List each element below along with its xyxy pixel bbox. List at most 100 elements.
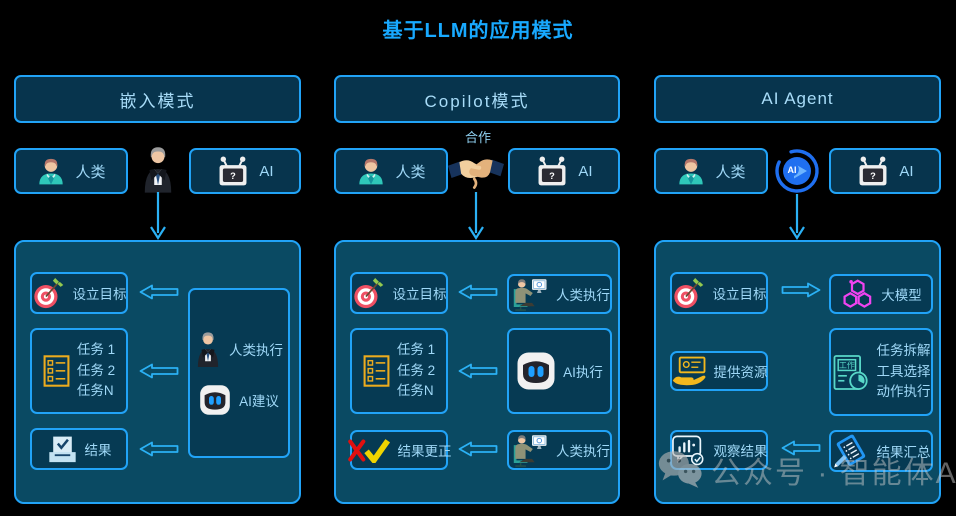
human-label: 人类 — [395, 163, 426, 181]
task-line: 任务 1 — [396, 341, 436, 357]
ai-label: AI — [578, 162, 593, 180]
header-copilot-mode: Copilot模式 — [334, 75, 620, 123]
human-exec-label: 人类执行 — [556, 444, 610, 459]
result-correction-box: 结果更正 — [347, 430, 452, 470]
svg-text:AI: AI — [788, 165, 797, 175]
handshake-icon — [448, 150, 504, 192]
page-title: 基于LLM的应用模式 — [382, 20, 574, 42]
task-line: 任务N — [76, 383, 114, 399]
human-exec-label: 人类执行 — [556, 288, 610, 303]
task-line: 任务 2 — [396, 362, 436, 378]
arrow-left-icon — [458, 441, 498, 457]
target-icon — [352, 277, 386, 310]
executor-box-embed: 人类执行 AI建议 — [188, 288, 290, 458]
header-embed-mode: 嵌入模式 — [14, 75, 301, 123]
human-label: 人类 — [715, 163, 746, 181]
robot-icon: ? — [216, 155, 250, 187]
watermark-text: 公众号 · 智能体AI — [711, 457, 956, 490]
goal-label: 设立目标 — [72, 287, 127, 302]
goal-label: 设立目标 — [392, 287, 447, 302]
person-icon — [356, 156, 386, 186]
person-computer-icon — [509, 433, 549, 468]
task-line: 任务 1 — [76, 341, 116, 357]
model-box: 大模型 — [829, 274, 933, 314]
notebook-pen-icon — [832, 433, 870, 469]
resource-box: 提供资源 — [670, 351, 768, 391]
robot-head-icon — [199, 384, 231, 416]
x-check-icon — [347, 438, 391, 463]
arrow-down-icon — [467, 192, 485, 241]
ai-box-embed: ? AI — [189, 148, 301, 194]
hexagons-icon — [840, 279, 874, 309]
ai-suggest-label: AI建议 — [239, 394, 279, 409]
businessman-icon — [195, 330, 221, 368]
goal-box-agent: 设立目标 — [670, 272, 768, 314]
process-step: 动作执行 — [876, 384, 931, 400]
arrow-left-icon — [139, 441, 179, 457]
ai-box-agent: ? AI — [829, 148, 941, 194]
svg-text:?: ? — [550, 171, 556, 181]
arrow-left-icon — [139, 363, 179, 379]
arrow-left-icon — [781, 440, 821, 456]
svg-text:?: ? — [871, 171, 877, 181]
observe-chart-icon — [671, 434, 707, 467]
human-label: 人类 — [75, 163, 106, 181]
checklist-icon — [363, 354, 390, 388]
header-ai-agent: AI Agent — [654, 75, 941, 123]
wechat-icon — [656, 449, 703, 491]
svg-text:?: ? — [231, 171, 237, 181]
human-exec-box-bottom: 人类执行 — [507, 430, 612, 470]
process-box: 工作 任务拆解 工具选择 动作执行 — [829, 328, 933, 416]
human-box-embed: 人类 — [14, 148, 128, 194]
arrow-right-icon — [781, 282, 821, 298]
ai-exec-label: AI执行 — [563, 365, 603, 380]
process-step: 工具选择 — [876, 363, 931, 379]
checklist-icon — [43, 354, 70, 388]
arrow-down-icon — [149, 192, 167, 241]
svg-text:工作: 工作 — [839, 359, 855, 369]
arrow-left-icon — [139, 284, 179, 300]
watermark: 公众号 · 智能体AI — [656, 448, 956, 492]
header-label: Copilot模式 — [424, 91, 530, 111]
ballot-check-icon — [47, 435, 78, 463]
tasks-box-embed: 任务 1 任务 2 任务N — [30, 328, 128, 414]
robot-head-icon — [516, 351, 556, 391]
ai-loop-icon: AI — [773, 147, 821, 195]
summary-label: 结果汇总 — [876, 445, 931, 460]
ai-label: AI — [259, 162, 274, 180]
model-label: 大模型 — [881, 288, 922, 303]
arrow-down-icon — [788, 194, 806, 241]
goal-box-embed: 设立目标 — [30, 272, 128, 314]
target-icon — [32, 277, 66, 310]
resource-label: 提供资源 — [713, 365, 768, 380]
human-exec-label: 人类执行 — [229, 343, 283, 358]
goal-label: 设立目标 — [712, 287, 767, 302]
robot-icon: ? — [856, 155, 890, 187]
arrow-left-icon — [458, 284, 498, 300]
result-label: 结果 — [84, 443, 112, 458]
target-icon — [672, 277, 706, 310]
person-icon — [36, 156, 66, 186]
observe-box: 观察结果 — [670, 430, 768, 470]
ai-exec-box: AI执行 — [507, 328, 612, 414]
relation-label: 合作 — [464, 130, 491, 145]
result-box-embed: 结果 — [30, 428, 128, 470]
ai-label: AI — [899, 162, 914, 180]
person-computer-icon — [509, 277, 549, 312]
header-label: 嵌入模式 — [119, 91, 196, 111]
hand-card-icon — [671, 356, 707, 387]
tasks-box-copilot: 任务 1 任务 2 任务N — [350, 328, 448, 414]
result-correction-label: 结果更正 — [397, 444, 452, 459]
human-box-copilot: 人类 — [334, 148, 448, 194]
summary-box: 结果汇总 — [829, 430, 933, 472]
work-doc-icon: 工作 — [832, 354, 870, 391]
process-step: 任务拆解 — [876, 342, 931, 358]
human-exec-box-top: 人类执行 — [507, 274, 612, 314]
ai-box-copilot: ? AI — [508, 148, 620, 194]
goal-box-copilot: 设立目标 — [350, 272, 448, 314]
human-box-agent: 人类 — [654, 148, 768, 194]
task-line: 任务 2 — [76, 362, 116, 378]
header-label: AI Agent — [761, 89, 834, 108]
businessman-icon — [141, 144, 175, 194]
